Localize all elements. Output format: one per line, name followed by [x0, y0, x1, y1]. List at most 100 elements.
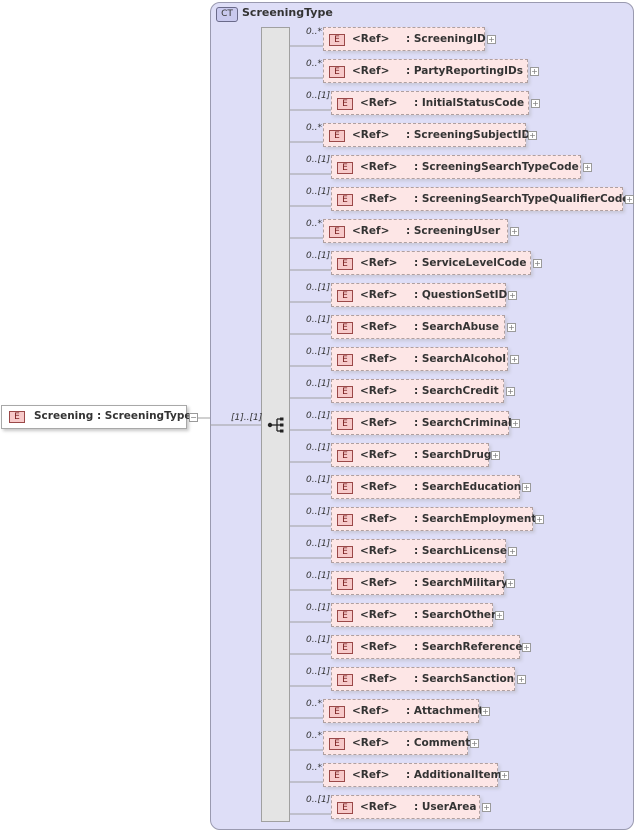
element-badge: E	[337, 674, 353, 686]
element-badge: E	[9, 411, 25, 423]
child-element[interactable]: E <Ref> : SearchAbuse	[331, 315, 505, 339]
element-name: : SearchSanction	[414, 673, 515, 685]
collapse-icon[interactable]: −	[189, 413, 198, 422]
child-element[interactable]: E<Ref>: SearchEmployment	[331, 507, 536, 531]
element-badge: E	[337, 418, 353, 430]
child-element[interactable]: E<Ref>: SearchSanction	[331, 667, 515, 691]
child-element[interactable]: E<Ref>: Comment	[323, 731, 471, 755]
child-element[interactable]: E<Ref>: ScreeningSearchTypeCode	[331, 155, 581, 179]
ref-label: <Ref>	[352, 65, 390, 77]
ref-label: <Ref>	[360, 193, 398, 205]
expand-icon[interactable]: +	[487, 35, 496, 44]
element-name: : SearchLicense	[414, 545, 507, 557]
child-element[interactable]: E<Ref>: AdditionalItem	[323, 763, 502, 787]
ref-label: <Ref>	[360, 545, 398, 557]
expand-icon[interactable]: +	[507, 323, 516, 332]
expand-icon[interactable]: +	[533, 259, 542, 268]
child-element[interactable]: E<Ref>: SearchOther	[331, 603, 496, 627]
expand-icon[interactable]: +	[531, 99, 540, 108]
ref-label: <Ref>	[360, 609, 398, 621]
expand-icon[interactable]: +	[506, 579, 515, 588]
child-element[interactable]: E<Ref>: ScreeningUser	[323, 219, 508, 243]
ref-label: <Ref>	[360, 801, 398, 813]
expand-icon[interactable]: +	[522, 483, 531, 492]
child-element[interactable]: E <Ref> : SearchLicense	[331, 539, 507, 563]
child-element[interactable]: E<Ref>: QuestionSetID	[331, 283, 507, 307]
child-occurrence: 0..[1]	[306, 539, 331, 549]
child-element[interactable]: E<Ref>: ServiceLevelCode	[331, 251, 531, 275]
expand-icon[interactable]: +	[470, 739, 479, 748]
expand-icon[interactable]: +	[583, 163, 592, 172]
element-badge: E	[337, 642, 353, 654]
root-element-type: ScreeningType	[104, 410, 192, 422]
expand-icon[interactable]: +	[491, 451, 500, 460]
element-name: : UserArea	[414, 801, 477, 813]
sequence-compositor-icon[interactable]	[267, 417, 285, 433]
child-element[interactable]: E<Ref>: ScreeningID	[323, 27, 486, 51]
child-element[interactable]: E<Ref>: InitialStatusCode	[331, 91, 529, 115]
child-element[interactable]: E<Ref>: SearchDrug	[331, 443, 491, 467]
child-element[interactable]: E<Ref>: SearchCredit	[331, 379, 504, 403]
root-element-name: Screening	[34, 410, 94, 422]
element-name: : ScreeningSearchTypeCode	[414, 161, 579, 173]
ref-label: <Ref>	[352, 705, 390, 717]
child-element[interactable]: E<Ref>: SearchCriminal	[331, 411, 512, 435]
ref-label: <Ref>	[360, 417, 398, 429]
child-occurrence: 0..[1]	[306, 571, 331, 581]
child-element[interactable]: E<Ref>: PartyReportingIDs	[323, 59, 528, 83]
expand-icon[interactable]: +	[522, 643, 531, 652]
expand-icon[interactable]: +	[481, 707, 490, 716]
expand-icon[interactable]: +	[510, 355, 519, 364]
expand-icon[interactable]: +	[508, 547, 517, 556]
child-element[interactable]: E<Ref>: ScreeningSearchTypeQualifierCode	[331, 187, 630, 211]
child-occurrence: 0..[1]	[306, 507, 331, 517]
expand-icon[interactable]: +	[500, 771, 509, 780]
element-badge: E	[337, 322, 353, 334]
element-name: : SearchAbuse	[414, 321, 499, 333]
child-element[interactable]: E<Ref>: SearchReference	[331, 635, 523, 659]
child-occurrence: 0..[1]	[306, 379, 331, 389]
element-badge: E	[329, 770, 345, 782]
element-name: : ScreeningID	[406, 33, 486, 45]
element-name: : SearchCredit	[414, 385, 499, 397]
child-occurrence: 0..[1]	[306, 315, 331, 325]
ref-label: <Ref>	[360, 97, 398, 109]
expand-icon[interactable]: +	[528, 131, 537, 140]
child-element[interactable]: E<Ref>: SearchAlcohol	[331, 347, 508, 371]
element-badge: E	[337, 610, 353, 622]
expand-icon[interactable]: +	[510, 227, 519, 236]
ref-label: <Ref>	[360, 577, 398, 589]
expand-icon[interactable]: +	[482, 803, 491, 812]
expand-icon[interactable]: +	[625, 195, 634, 204]
child-element[interactable]: E<Ref>: SearchEducation	[331, 475, 521, 499]
expand-icon[interactable]: +	[535, 515, 544, 524]
element-name: : Comment	[406, 737, 471, 749]
child-occurrence: 0..*	[306, 59, 322, 69]
element-badge: E	[329, 226, 345, 238]
element-badge: E	[329, 130, 345, 142]
complex-type-badge: CT	[216, 7, 238, 22]
child-element[interactable]: E<Ref>: ScreeningSubjectID	[323, 123, 530, 147]
child-element[interactable]: E<Ref>: UserArea	[331, 795, 480, 819]
root-element-screening[interactable]: E Screening : ScreeningType	[1, 405, 191, 429]
element-badge: E	[329, 706, 345, 718]
element-name: : SearchReference	[414, 641, 523, 653]
expand-icon[interactable]: +	[530, 67, 539, 76]
ref-label: <Ref>	[360, 321, 398, 333]
child-element[interactable]: E<Ref>: Attachment	[323, 699, 483, 723]
expand-icon[interactable]: +	[508, 291, 517, 300]
element-badge: E	[337, 546, 353, 558]
expand-icon[interactable]: +	[495, 611, 504, 620]
root-occurrence: [1]..[1]	[231, 413, 263, 423]
ref-label: <Ref>	[360, 449, 398, 461]
child-element[interactable]: E<Ref>: SearchMilitary	[331, 571, 508, 595]
complex-type-name: ScreeningType	[242, 6, 333, 19]
expand-icon[interactable]: +	[506, 387, 515, 396]
child-occurrence: 0..[1]	[306, 443, 331, 453]
child-occurrence: 0..[1]	[306, 187, 331, 197]
expand-icon[interactable]: +	[517, 675, 526, 684]
child-occurrence: 0..*	[306, 699, 322, 709]
expand-icon[interactable]: +	[511, 419, 520, 428]
ref-label: <Ref>	[360, 385, 398, 397]
element-badge: E	[329, 738, 345, 750]
